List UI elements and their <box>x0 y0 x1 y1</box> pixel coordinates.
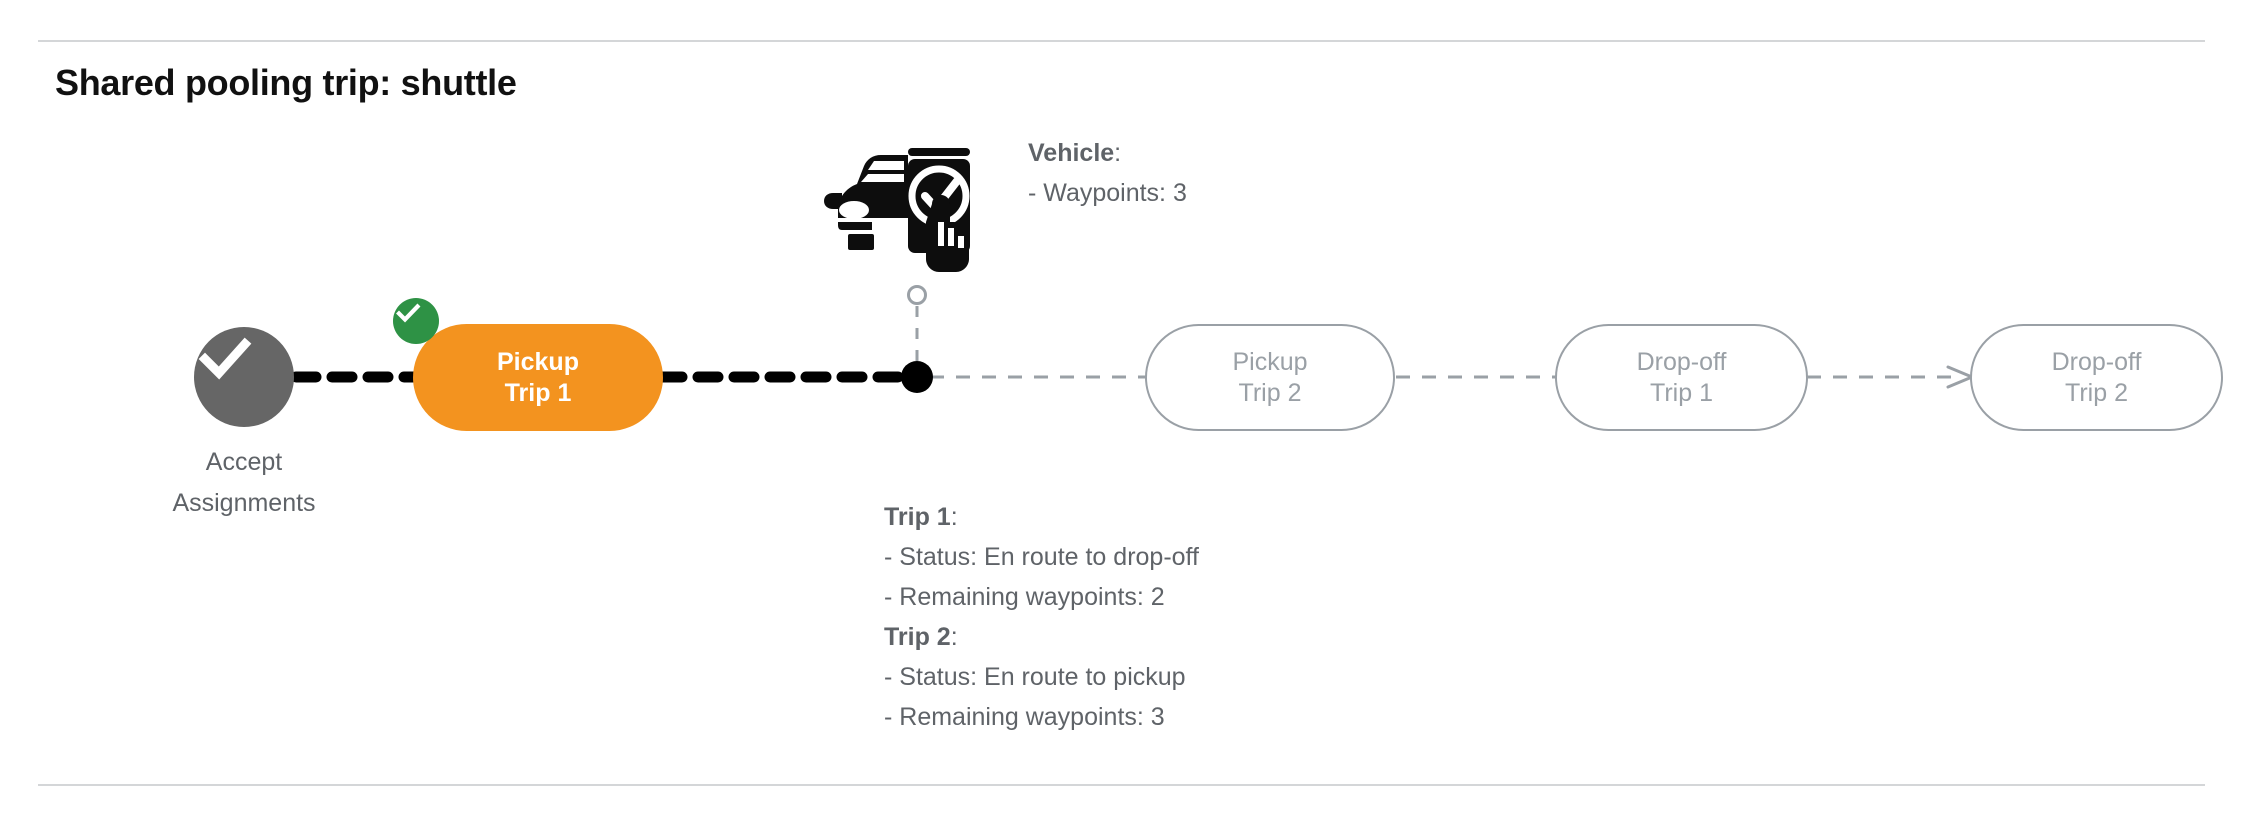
node-pickup-trip-2[interactable]: Pickup Trip 2 <box>1145 324 1395 431</box>
node-dropoff-trip-2-line1: Drop-off <box>2051 348 2142 376</box>
trip-2-status-line: - Status: En route to pickup <box>884 663 1186 691</box>
node-pickup-trip-2-line1: Pickup <box>1232 348 1308 376</box>
vehicle-waypoints-line: - Waypoints: 3 <box>1028 179 1187 207</box>
trip-2-heading-suffix: : <box>950 623 958 651</box>
top-divider <box>38 40 2205 42</box>
node-accept-assignments-label: Accept Assignments <box>94 442 394 524</box>
node-dropoff-trip-1-line1: Drop-off <box>1636 348 1727 376</box>
node-pickup-trip-1-line1: Pickup <box>497 348 579 376</box>
vehicle-info-block: Vehicle: - Waypoints: 3 <box>1028 133 1187 213</box>
trip-1-waypoints-line: - Remaining waypoints: 2 <box>884 583 1165 611</box>
node-pickup-trip-2-line2: Trip 2 <box>1238 378 1302 407</box>
node-dropoff-trip-2-line2: Trip 2 <box>2065 378 2128 407</box>
trip-1-heading-row: Trip 1: <box>884 497 1199 537</box>
trip-1-status-line: - Status: En route to drop-off <box>884 543 1199 571</box>
vehicle-phone-check-icon <box>812 118 972 273</box>
node-pickup-trip-1-line2: Trip 1 <box>504 378 572 407</box>
trip-1-heading-suffix: : <box>950 503 958 531</box>
bottom-divider <box>38 784 2205 786</box>
trip-2-heading-row: Trip 2: <box>884 617 1199 657</box>
vehicle-info-heading: Vehicle <box>1028 139 1115 167</box>
trips-info-block: Trip 1: - Status: En route to drop-off -… <box>884 497 1199 737</box>
node-dropoff-trip-2[interactable]: Drop-off Trip 2 <box>1970 324 2223 431</box>
node-dropoff-trip-1[interactable]: Drop-off Trip 1 <box>1555 324 1808 431</box>
page-title: Shared pooling trip: shuttle <box>55 62 517 103</box>
node-accept-assignments[interactable] <box>194 327 294 427</box>
hollow-circle-marker <box>907 285 927 305</box>
trip-1-heading: Trip 1 <box>884 503 951 531</box>
trip-2-heading: Trip 2 <box>884 623 951 651</box>
vehicle-info-heading-row: Vehicle: <box>1028 133 1187 173</box>
check-icon <box>198 337 252 380</box>
arrowhead-icon <box>1946 365 1974 389</box>
badge-check-glyph-icon <box>396 303 421 323</box>
accept-label-line2: Assignments <box>172 489 316 517</box>
check-badge-icon <box>393 298 439 344</box>
vehicle-info-heading-suffix: : <box>1114 139 1122 167</box>
node-pickup-trip-1[interactable]: Pickup Trip 1 <box>413 324 663 431</box>
filled-dot-marker <box>901 361 933 393</box>
node-dropoff-trip-1-line2: Trip 1 <box>1650 378 1713 407</box>
accept-label-line1: Accept <box>205 448 283 476</box>
trip-2-waypoints-line: - Remaining waypoints: 3 <box>884 703 1165 731</box>
